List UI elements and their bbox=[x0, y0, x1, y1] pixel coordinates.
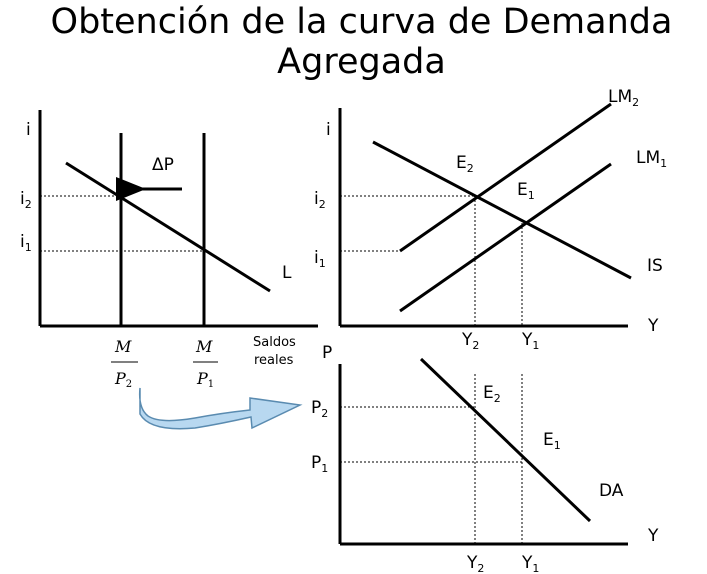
ad-axis-p-label: P bbox=[322, 343, 332, 363]
islm-e2-label: E2 bbox=[456, 153, 474, 175]
ad-panel: P P2 P1 E2 E1 DA Y Y2 Y1 bbox=[311, 343, 659, 574]
ad-y2-label: Y2 bbox=[466, 553, 484, 574]
ad-axis-y-label: Y bbox=[647, 526, 659, 546]
ad-e2-label: E2 bbox=[483, 383, 501, 405]
fraction-numerator: M bbox=[195, 337, 213, 356]
ad-y1-label: Y1 bbox=[521, 553, 539, 574]
ad-p2-label: P2 bbox=[311, 398, 328, 420]
islm-axis-y-label: Y bbox=[647, 316, 659, 336]
is-curve bbox=[372, 140, 632, 280]
title-line-2: Agregada bbox=[277, 42, 446, 82]
ad-curve-label: DA bbox=[599, 481, 624, 501]
lm2-curve bbox=[399, 102, 612, 253]
islm-e1-label: E1 bbox=[517, 180, 535, 202]
fraction-denominator: P2 bbox=[114, 369, 132, 390]
islm-y2-label: Y2 bbox=[461, 330, 479, 352]
money-i2-label: i2 bbox=[20, 189, 32, 211]
ad-e1-label: E1 bbox=[543, 430, 561, 452]
lm1-curve bbox=[399, 162, 612, 313]
islm-i2-label: i2 bbox=[314, 189, 326, 211]
is-label: IS bbox=[647, 256, 663, 276]
fraction-numerator: M bbox=[114, 337, 132, 356]
money-x-axis-label-line2: reales bbox=[254, 353, 294, 368]
money-supply-p1-fraction: M P1 bbox=[193, 337, 218, 390]
lm1-label: LM1 bbox=[636, 148, 667, 170]
money-axis-i-label: i bbox=[26, 120, 31, 140]
delta-p-label: ΔP bbox=[152, 155, 174, 175]
fraction-denominator: P1 bbox=[196, 369, 214, 390]
islm-axis-i-label: i bbox=[326, 120, 331, 140]
money-x-axis-label-line1: Saldos bbox=[253, 335, 296, 350]
money-demand-label: L bbox=[282, 263, 292, 283]
title-line-1: Obtención de la curva de Demanda bbox=[50, 2, 673, 42]
islm-i1-label: i1 bbox=[314, 248, 326, 270]
money-i1-label: i1 bbox=[20, 232, 32, 254]
money-supply-p2-fraction: M P2 bbox=[111, 337, 138, 390]
islm-y1-label: Y1 bbox=[521, 330, 539, 352]
lm2-label: LM2 bbox=[608, 87, 639, 109]
transfer-arrow-icon bbox=[138, 387, 303, 430]
islm-panel: i i2 i1 LM2 LM1 IS E2 E1 Y Y2 Y1 bbox=[314, 87, 667, 352]
slide-title: Obtención de la curva de Demanda Agregad… bbox=[0, 2, 707, 82]
ad-curve bbox=[419, 357, 592, 523]
ad-p1-label: P1 bbox=[311, 453, 328, 475]
money-demand-curve bbox=[65, 161, 271, 293]
money-market-panel: i i2 i1 L ΔP M P2 M P1 Saldos reales bbox=[20, 110, 318, 390]
